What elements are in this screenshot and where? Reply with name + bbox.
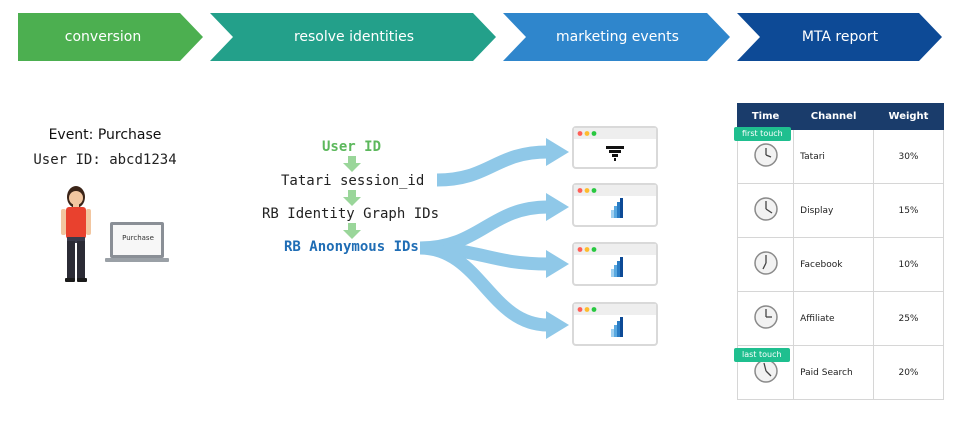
table-row: Affiliate 25%: [736, 291, 945, 346]
flow-arrowhead-icon: [546, 138, 569, 166]
event-title: Event: Purchase: [48, 127, 162, 143]
step-resolve-identities-chevron: [210, 13, 496, 61]
anonymous-ids-label: RB Anonymous IDs: [284, 239, 419, 255]
step-marketing-events-label: marketing events: [556, 29, 679, 45]
down-arrow-icon: [343, 156, 361, 172]
weight-cell: 15%: [872, 183, 945, 238]
weight-cell: 20%: [872, 345, 945, 400]
flow-arrowhead-icon: [546, 250, 569, 278]
table-row: Facebook 10%: [736, 237, 945, 292]
header-channel: Channel: [793, 103, 874, 130]
weight-cell: 10%: [872, 237, 945, 292]
clock-icon: [753, 251, 778, 275]
laptop-icon: [105, 222, 169, 262]
first-touch-badge: first touch: [734, 127, 791, 141]
graph-ids-label: RB Identity Graph IDs: [262, 206, 440, 222]
bar-logo-icon: [611, 257, 623, 277]
clock-icon: [753, 143, 778, 167]
step-mta-report-chevron: [737, 13, 942, 61]
channel-cell: Tatari: [793, 129, 874, 184]
session-id-label: Tatari session_id: [281, 173, 425, 189]
bar-logo-icon: [611, 198, 623, 218]
browser-window-affiliate: [572, 302, 658, 346]
step-conversion-chevron: [18, 13, 203, 61]
bar-logo-icon: [611, 317, 623, 337]
flow-band-display: [419, 200, 549, 255]
down-arrow-icon: [343, 223, 361, 239]
step-conversion-label: conversion: [64, 29, 142, 45]
tatari-logo-icon: [606, 146, 624, 161]
step-marketing-events-chevron: [503, 13, 730, 61]
channel-cell: Facebook: [793, 237, 874, 292]
last-touch-badge: last touch: [734, 348, 790, 362]
weight-cell: 25%: [872, 291, 945, 346]
time-cell: [736, 183, 795, 238]
channel-cell: Display: [793, 183, 874, 238]
clock-icon: [753, 197, 778, 221]
clock-icon: [753, 305, 778, 329]
pipeline-chevrons: [18, 13, 942, 61]
flow-band-affiliate: [419, 241, 549, 332]
browser-window-display: [572, 183, 658, 227]
step-resolve-identities-label: resolve identities: [293, 29, 415, 45]
user-id-label: User ID: [322, 139, 382, 155]
flow-band-tatari: [436, 145, 549, 187]
time-cell: [736, 291, 795, 346]
person-with-laptop-illustration: [61, 186, 169, 282]
laptop-screen-label: Purchase: [122, 234, 154, 242]
user-id-line: User ID: abcd1234: [33, 152, 177, 168]
person-icon: [61, 186, 91, 282]
browser-window-facebook: [572, 242, 658, 286]
down-arrow-icon: [343, 190, 361, 206]
time-cell: [736, 237, 795, 292]
header-time: Time: [736, 103, 795, 130]
weight-cell: 30%: [872, 129, 945, 184]
flow-arrowhead-icon: [546, 193, 569, 221]
channel-cell: Paid Search: [793, 345, 874, 400]
flow-arrowhead-icon: [546, 311, 569, 339]
mta-report-table: Time Channel Weight Tatari 30% Display 1…: [736, 103, 945, 400]
table-row: Display 15%: [736, 183, 945, 238]
browser-window-tatari: [572, 126, 658, 169]
channel-cell: Affiliate: [793, 291, 874, 346]
step-mta-report-label: MTA report: [801, 29, 879, 45]
mta-header-row: Time Channel Weight: [736, 103, 945, 130]
header-weight: Weight: [872, 103, 945, 130]
